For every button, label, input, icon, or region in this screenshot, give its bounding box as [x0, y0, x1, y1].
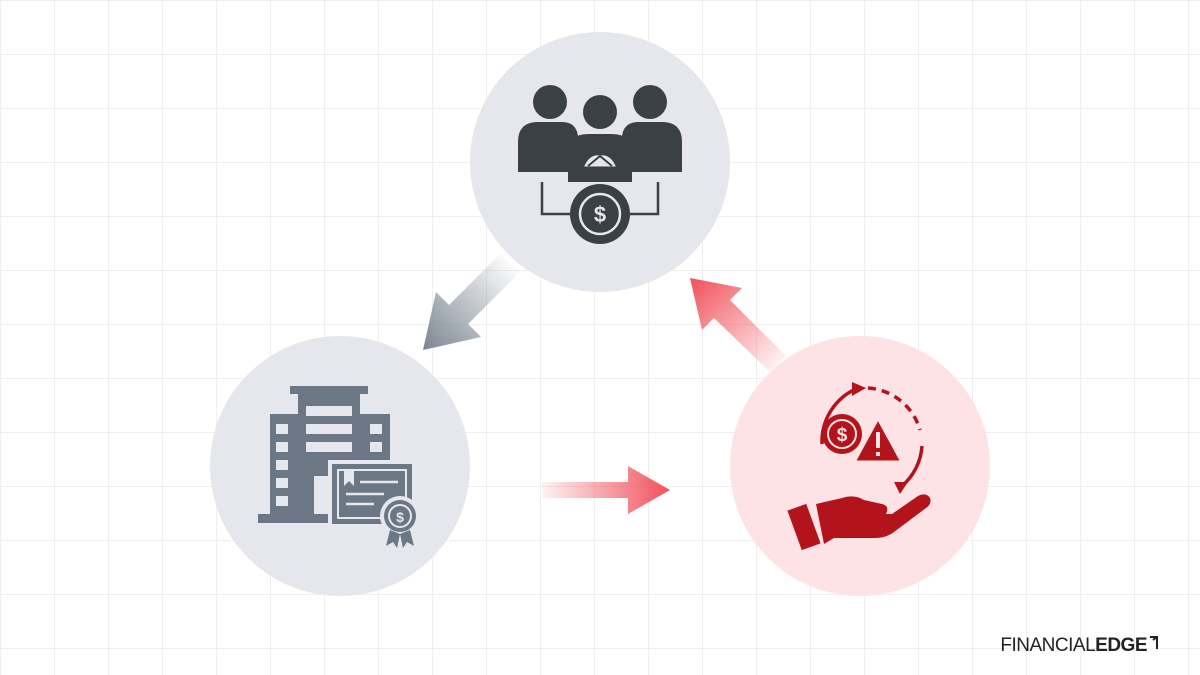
- brand-financial-text: FINANCIAL: [1000, 635, 1096, 656]
- investors-money-bag-icon: $: [470, 32, 730, 292]
- risk-cycle-hand-icon: $: [730, 336, 990, 596]
- svg-text:$: $: [594, 202, 606, 227]
- financial-edge-logo: FINANCIAL EDGE: [1000, 635, 1158, 657]
- brand-corner-mark-icon: [1150, 636, 1158, 649]
- company-node: $: [210, 336, 470, 596]
- svg-text:$: $: [837, 425, 848, 446]
- investors-node: $: [470, 32, 730, 292]
- svg-text:$: $: [396, 509, 404, 525]
- arrow-investors-to-company: [423, 254, 520, 350]
- building-certificate-icon: $: [210, 336, 470, 596]
- arrow-company-to-risk: [542, 466, 670, 514]
- arrow-risk-to-investors: [690, 278, 786, 372]
- brand-edge-text: EDGE: [1095, 635, 1147, 656]
- risk-node: $: [730, 336, 990, 596]
